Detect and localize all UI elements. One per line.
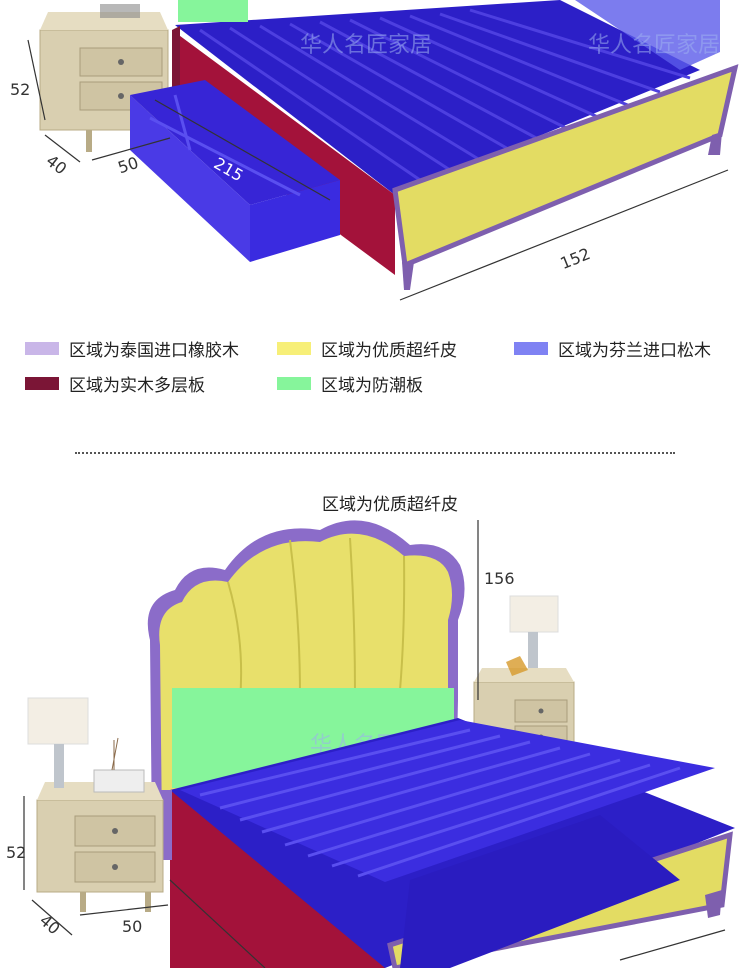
bottom-dim-nightstand-depth: 40 (36, 911, 64, 939)
legend-item-moisture-board: 区域为防潮板 (277, 371, 423, 396)
bottom-dim-nightstand-width: 50 (122, 917, 142, 936)
bottom-dim-nightstand-height: 52 (6, 843, 26, 862)
top-drawer (130, 80, 340, 262)
top-dim-bed-width: 152 (558, 244, 593, 273)
bottom-lifted-slats (180, 720, 715, 968)
legend-item-rubberwood: 区域为泰国进口橡胶木 (25, 336, 239, 361)
legend-label: 区域为芬兰进口松木 (558, 341, 711, 361)
swatch-pine (514, 342, 548, 355)
swatch-moisture-board (277, 377, 311, 390)
legend-label: 区域为防潮板 (321, 376, 423, 396)
swatch-microfiber-leather (277, 342, 311, 355)
bottom-watermark: 华人名匠家居 (310, 733, 442, 758)
top-dim-nightstand-width: 50 (115, 153, 140, 177)
bottom-right-nightstand (473, 595, 575, 753)
bottom-headboard (147, 520, 465, 840)
bottom-bed-frame (160, 718, 735, 968)
top-watermark-right: 华人名匠家居 (588, 33, 720, 58)
bottom-left-nightstand (27, 697, 164, 912)
legend-label: 区域为实木多层板 (69, 376, 205, 396)
top-dim-nightstand-height: 52 (10, 80, 30, 99)
bottom-dim-headboard-height: 156 (484, 569, 515, 588)
top-watermark-left: 华人名匠家居 (300, 33, 432, 58)
top-nightstand (39, 4, 169, 152)
swatch-rubberwood (25, 342, 59, 355)
swatch-plywood (25, 377, 59, 390)
legend-label: 区域为泰国进口橡胶木 (69, 341, 239, 361)
legend-item-pine: 区域为芬兰进口松木 (514, 336, 711, 361)
top-dim-nightstand-depth: 40 (43, 151, 71, 179)
top-bed-illustration: 华人名匠家居 华人名匠家居 52 40 50 215 152 (10, 0, 739, 301)
legend-item-plywood: 区域为实木多层板 (25, 371, 205, 396)
legend-item-microfiber-leather: 区域为优质超纤皮 (277, 336, 457, 361)
section-divider (75, 452, 675, 454)
legend-label: 区域为优质超纤皮 (321, 341, 457, 361)
bottom-caption: 区域为优质超纤皮 (322, 495, 458, 515)
